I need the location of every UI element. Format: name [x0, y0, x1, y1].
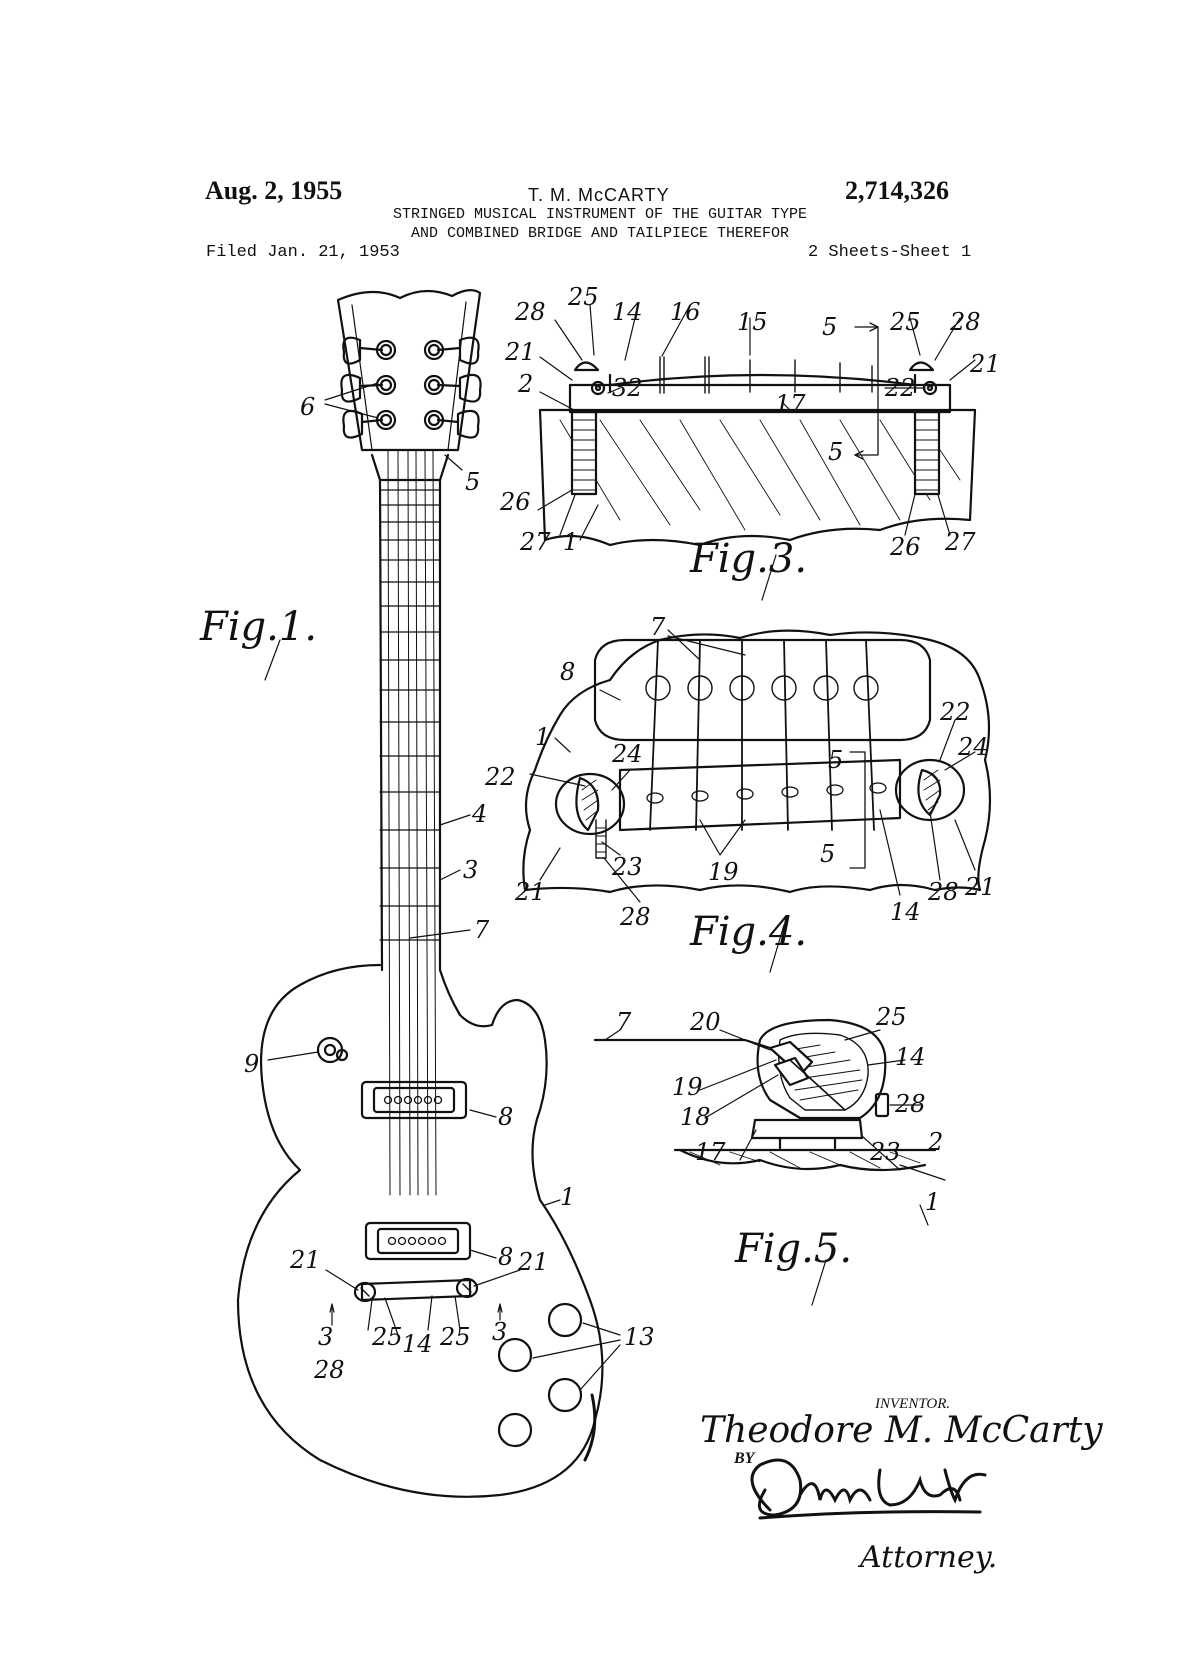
ref-numeral: 5 — [828, 438, 843, 466]
frets — [379, 489, 441, 941]
ref-numeral: 8 — [498, 1243, 513, 1271]
ref-numeral: 2 — [517, 370, 533, 398]
ref-numeral: 17 — [775, 390, 806, 418]
ref-numeral: 21 — [289, 1246, 321, 1274]
ref-numeral: 21 — [504, 338, 536, 366]
ref-numeral: 2 — [927, 1128, 943, 1156]
ref-numeral: 21 — [514, 878, 546, 906]
filed-date: Filed Jan. 21, 1953 — [206, 243, 400, 262]
ref-numeral: 26 — [889, 533, 921, 561]
ref-numeral: 8 — [560, 658, 575, 686]
sheet-count: 2 Sheets-Sheet 1 — [808, 243, 972, 262]
ref-numeral: 1 — [563, 528, 578, 556]
ref-numeral: 25 — [371, 1323, 403, 1351]
ref-numeral: 28 — [894, 1090, 926, 1118]
ref-numeral: 22 — [939, 698, 971, 726]
ref-numeral: 3 — [318, 1323, 333, 1351]
fig4-caption: Fig.4. — [689, 909, 807, 955]
tuner-pegs-left — [340, 336, 397, 439]
ref-numeral: 25 — [889, 308, 921, 336]
ref-numeral: 28 — [313, 1356, 345, 1384]
ref-numeral: 14 — [895, 1043, 926, 1071]
ref-numeral: 14 — [612, 298, 643, 326]
ref-numeral: 21 — [969, 350, 1001, 378]
ref-numeral: 3 — [492, 1318, 507, 1346]
ref-numeral: 1 — [560, 1183, 575, 1211]
ref-numeral: 32 — [612, 374, 643, 402]
ref-numeral: 8 — [498, 1103, 513, 1131]
inventor-label: INVENTOR. — [875, 1396, 951, 1412]
ref-numeral: 25 — [567, 283, 599, 311]
ref-numeral: 5 — [822, 313, 837, 341]
ref-numeral: 7 — [616, 1008, 632, 1036]
bridge-section-drawing — [537, 304, 977, 601]
ref-numeral: 20 — [689, 1008, 721, 1036]
ref-numeral: 6 — [300, 393, 315, 421]
volume-knob — [547, 1302, 583, 1338]
ref-numeral: 27 — [519, 528, 551, 556]
tuner-pegs-right — [423, 336, 482, 439]
title-line-2: AND COMBINED BRIDGE AND TAILPIECE THEREF… — [410, 225, 790, 242]
ref-numeral: 14 — [890, 898, 921, 926]
ref-numeral: 23 — [611, 853, 643, 881]
knob-4 — [497, 1412, 533, 1448]
ref-numeral: 5 — [828, 746, 843, 774]
ref-numeral: 25 — [439, 1323, 471, 1351]
knob-3 — [547, 1377, 583, 1413]
attorney-signature-icon — [750, 1458, 987, 1520]
ref-numeral: 28 — [619, 903, 651, 931]
ref-numeral: 3 — [463, 856, 478, 884]
tone-knob — [497, 1337, 533, 1373]
ref-numeral: 5 — [465, 468, 480, 496]
ref-numeral: 19 — [708, 858, 739, 886]
strings — [387, 449, 437, 1196]
ref-numeral: 18 — [680, 1103, 711, 1131]
ref-numeral: 7 — [650, 613, 666, 641]
ref-numeral: 27 — [944, 528, 976, 556]
by-label: BY — [734, 1450, 755, 1467]
attorney-label: Attorney. — [860, 1540, 998, 1575]
bridge-tailpiece — [360, 1278, 472, 1302]
ref-numeral: 7 — [474, 916, 490, 944]
ref-numeral: 9 — [244, 1050, 259, 1078]
ref-numeral: 14 — [402, 1330, 433, 1358]
guitar-drawing — [236, 289, 621, 1498]
title-line-1: STRINGED MUSICAL INSTRUMENT OF THE GUITA… — [392, 206, 808, 223]
ref-numeral: 1 — [535, 723, 550, 751]
ref-numeral: 21 — [964, 873, 996, 901]
ref-numeral: 16 — [670, 298, 701, 326]
ref-numeral: 22 — [884, 374, 916, 402]
inventor-header: T. M. McCARTY — [528, 185, 670, 205]
saddle-section-drawing — [593, 1018, 946, 1306]
fig5-caption: Fig.5. — [734, 1226, 852, 1272]
ref-numeral: 19 — [672, 1073, 703, 1101]
ref-numeral: 5 — [820, 840, 835, 868]
ref-numeral: 13 — [624, 1323, 655, 1351]
bridge-pickup — [364, 1221, 472, 1261]
ref-numeral: 21 — [517, 1248, 549, 1276]
neck-pickup — [360, 1080, 468, 1120]
inventor-signature: Theodore M. McCarty — [700, 1410, 1103, 1451]
ref-numeral: 28 — [514, 298, 546, 326]
ref-numeral: 26 — [499, 488, 531, 516]
ref-numeral: 23 — [869, 1138, 901, 1166]
ref-numeral: 28 — [949, 308, 981, 336]
fig3-caption: Fig.3. — [689, 536, 807, 582]
bridge-top-drawing — [522, 629, 992, 973]
fig1-caption: Fig.1. — [199, 604, 317, 650]
ref-numeral: 24 — [611, 740, 643, 768]
ref-numeral: 24 — [957, 733, 989, 761]
ref-numeral: 15 — [737, 308, 768, 336]
patent-number: 2,714,326 — [845, 176, 949, 205]
ref-numeral: 25 — [875, 1003, 907, 1031]
patent-date: Aug. 2, 1955 — [205, 176, 343, 205]
ref-numeral: 17 — [695, 1138, 726, 1166]
ref-numeral: 4 — [471, 800, 487, 828]
ref-numeral: 22 — [484, 763, 516, 791]
ref-numeral: 1 — [925, 1188, 940, 1216]
ref-numeral: 28 — [927, 878, 959, 906]
